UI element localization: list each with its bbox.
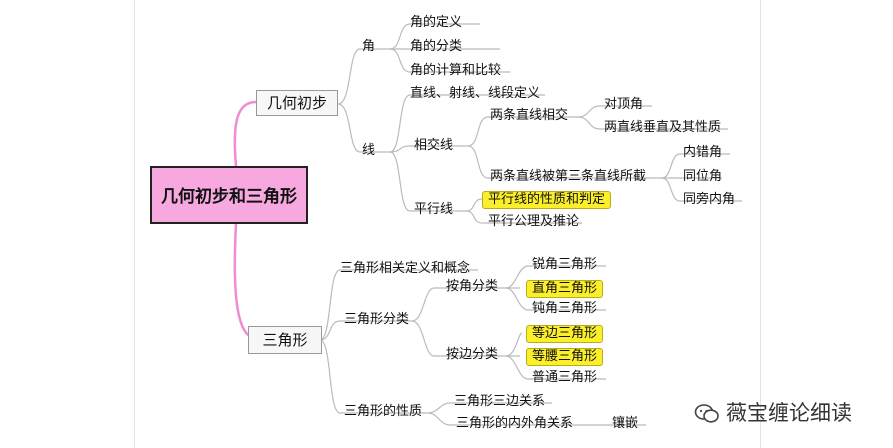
node-scalene-triangle[interactable]: 普通三角形 — [532, 370, 598, 385]
watermark: 薇宝缠论细读 — [694, 397, 852, 427]
branch-geometry[interactable]: 几何初步 — [256, 90, 338, 116]
watermark-text: 薇宝缠论细读 — [726, 401, 852, 425]
node-two-lines-intersect[interactable]: 两条直线相交 — [490, 108, 569, 123]
node-triangle-side-relations[interactable]: 三角形三边关系 — [454, 394, 546, 409]
node-triangle-definitions[interactable]: 三角形相关定义和概念 — [340, 261, 471, 276]
node-same-side-interior-angles[interactable]: 同旁内角 — [683, 192, 736, 207]
node-angle-classification[interactable]: 角的分类 — [410, 39, 463, 54]
node-parallel-axiom[interactable]: 平行公理及推论 — [488, 214, 580, 229]
node-equilateral-triangle[interactable]: 等边三角形 — [526, 325, 604, 343]
node-tessellation[interactable]: 镶嵌 — [612, 416, 639, 431]
node-isosceles-triangle[interactable]: 等腰三角形 — [526, 348, 604, 366]
node-alternate-interior-angles[interactable]: 内错角 — [683, 145, 723, 160]
node-triangle-classification[interactable]: 三角形分类 — [344, 312, 410, 327]
connector-root-geometry — [233, 100, 257, 167]
node-triangle-angle-relations[interactable]: 三角形的内外角关系 — [456, 416, 574, 431]
node-angle-calculation[interactable]: 角的计算和比较 — [410, 63, 502, 78]
node-by-side[interactable]: 按边分类 — [446, 347, 499, 362]
node-obtuse-triangle[interactable]: 钝角三角形 — [532, 301, 598, 316]
node-line-definition[interactable]: 直线、射线、线段定义 — [410, 86, 541, 101]
node-parallel-lines[interactable]: 平行线 — [414, 202, 454, 217]
node-transversal[interactable]: 两条直线被第三条直线所截 — [490, 169, 647, 184]
branch-triangle[interactable]: 三角形 — [248, 326, 322, 354]
root-topic[interactable]: 几何初步和三角形 — [150, 166, 308, 224]
node-parallel-properties[interactable]: 平行线的性质和判定 — [482, 191, 612, 209]
node-line[interactable]: 线 — [362, 143, 376, 158]
node-angle[interactable]: 角 — [362, 39, 376, 54]
right-divider — [760, 0, 761, 448]
node-perpendicular[interactable]: 两直线垂直及其性质 — [604, 120, 722, 135]
wechat-bubble-icon — [694, 404, 719, 423]
node-by-angle[interactable]: 按角分类 — [446, 279, 499, 294]
node-vertical-angles[interactable]: 对顶角 — [604, 97, 644, 112]
connector-root-triangle — [233, 223, 257, 340]
node-corresponding-angles[interactable]: 同位角 — [683, 169, 723, 184]
node-triangle-properties[interactable]: 三角形的性质 — [344, 404, 423, 419]
left-divider — [134, 0, 135, 448]
node-right-triangle[interactable]: 直角三角形 — [526, 280, 604, 298]
node-intersecting-lines[interactable]: 相交线 — [414, 138, 454, 153]
node-acute-triangle[interactable]: 锐角三角形 — [532, 257, 598, 272]
node-angle-definition[interactable]: 角的定义 — [410, 15, 463, 30]
